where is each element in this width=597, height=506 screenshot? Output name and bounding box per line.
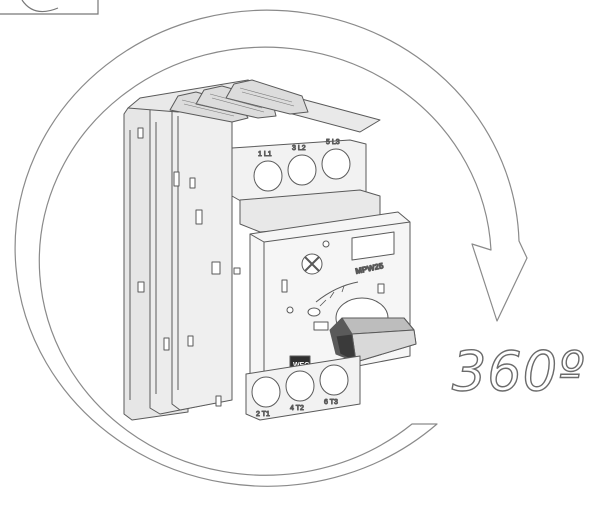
rotation-label: 360º: [452, 340, 585, 403]
corner-logo-fragment: [0, 0, 99, 15]
terminal-label-bottom-1: 2 T1: [256, 411, 270, 418]
terminal-label-bottom-2: 4 T2: [290, 405, 304, 412]
terminal-label-top-2: 3 L2: [292, 145, 306, 152]
rotation-arrow-icon: [14, 9, 528, 487]
circuit-breaker-device: 1 L1 3 L2 5 L3 MPW25 WEG: [123, 79, 417, 421]
terminal-label-bottom-3: 6 T3: [324, 399, 338, 406]
terminal-label-top-1: 1 L1: [258, 151, 272, 158]
terminal-label-top-3: 5 L3: [326, 139, 340, 146]
